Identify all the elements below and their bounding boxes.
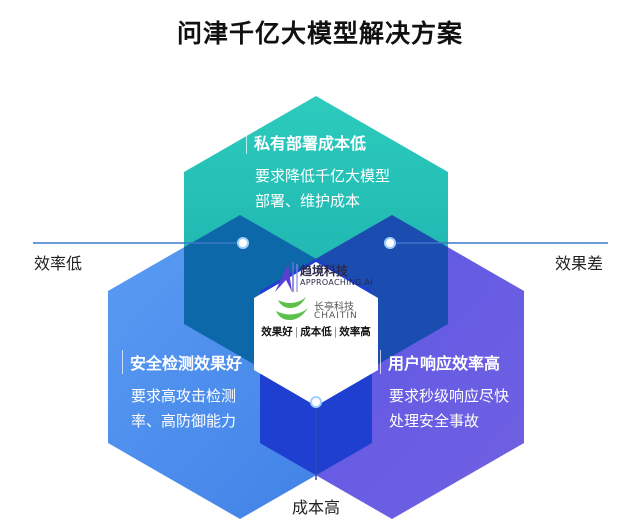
block-top-heading: 私有部署成本低 (246, 130, 390, 154)
approaching-logo-en: APPROACHING.AI (300, 278, 373, 287)
approaching-logo-icon (275, 262, 298, 292)
center-hex (254, 262, 378, 406)
dot-bottom (310, 396, 322, 408)
chaitin-logo-cn: 长亭科技 (314, 302, 354, 313)
block-right-line: 处理安全事故 (389, 412, 480, 430)
tagline-item: 成本低 (300, 326, 332, 338)
block-right-heading: 用户响应效率高 (380, 350, 509, 374)
block-right-line: 要求秒级响应尽快 (389, 387, 510, 405)
block-left-heading: 安全检测效果好 (122, 350, 242, 374)
block-top-line: 部署、维护成本 (255, 192, 361, 210)
center-tagline: 效果好|成本低|效率高 (261, 326, 371, 338)
dot-left (237, 237, 249, 249)
block-left-line: 率、高防御能力 (131, 412, 237, 430)
chaitin-logo-en: CHAITIN (314, 311, 358, 321)
axis-label-left: 效率低 (34, 254, 83, 273)
block-left-line: 要求高攻击检测 (131, 387, 237, 405)
dot-right (384, 237, 396, 249)
block-top: 私有部署成本低 要求降低千亿大模型部署、维护成本 (246, 130, 390, 214)
axis-label-bottom: 成本高 (292, 498, 341, 517)
block-top-line: 要求降低千亿大模型 (255, 167, 391, 185)
chaitin-logo-icon (276, 297, 308, 320)
block-left: 安全检测效果好 要求高攻击检测率、高防御能力 (122, 350, 242, 434)
block-right: 用户响应效率高 要求秒级响应尽快处理安全事故 (380, 350, 509, 434)
tagline-item: 效果好 (261, 326, 293, 338)
approaching-logo-cn: 趋境科技 (300, 264, 349, 278)
tagline-item: 效率高 (339, 326, 371, 338)
page-title: 问津千亿大模型解决方案 (176, 19, 463, 48)
axis-label-right: 效果差 (555, 254, 604, 273)
